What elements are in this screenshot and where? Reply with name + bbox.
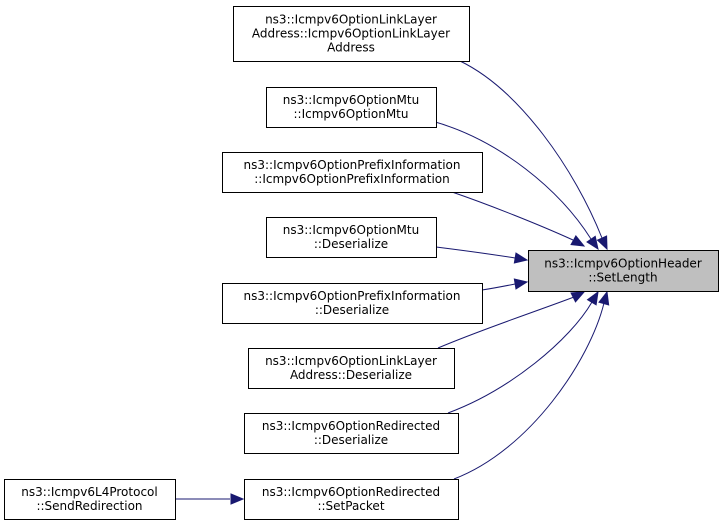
edge-line	[435, 246, 516, 259]
node-label-line: ns3::Icmpv6OptionLinkLayer	[265, 13, 437, 27]
node-label-line: ns3::Icmpv6OptionPrefixInformation	[243, 289, 460, 303]
call-edge	[481, 278, 529, 291]
edge-line	[431, 120, 592, 240]
arrowhead-icon	[570, 291, 586, 303]
node-label-line: ns3::Icmpv6OptionPrefixInformation	[243, 158, 460, 172]
edge-line	[453, 302, 605, 480]
node-label-line: ::Icmpv6OptionMtu	[294, 107, 409, 121]
node-label-line: ns3::Icmpv6L4Protocol	[21, 485, 157, 499]
node-box	[244, 479, 459, 520]
node-box	[222, 152, 483, 193]
node-label-line: ns3::Icmpv6OptionRedirected	[262, 485, 440, 499]
caller-function-node[interactable]: ns3::Icmpv6OptionMtu::Icmpv6OptionMtu	[266, 87, 437, 128]
node-box	[4, 479, 176, 520]
nodes-layer: ns3::Icmpv6OptionHeader::SetLengthns3::I…	[4, 6, 719, 520]
call-edge	[435, 246, 529, 264]
call-edge	[451, 191, 586, 247]
node-box	[233, 6, 470, 62]
node-label-line: ::SetPacket	[317, 499, 384, 513]
node-label-line: ::Deserialize	[314, 433, 388, 447]
caller-function-node[interactable]: ns3::Icmpv6OptionPrefixInformation::Dese…	[222, 283, 483, 324]
caller-function-node[interactable]: ns3::Icmpv6OptionPrefixInformation::Icmp…	[222, 152, 483, 193]
edge-line	[459, 60, 603, 239]
arrowhead-icon	[586, 290, 599, 306]
node-label-line: ns3::Icmpv6OptionHeader	[544, 257, 702, 271]
node-box	[528, 250, 719, 292]
node-label-line: Address::Deserialize	[290, 368, 412, 382]
arrowhead-icon	[596, 235, 608, 251]
node-box	[248, 348, 455, 389]
caller-function-node[interactable]: ns3::Icmpv6OptionLinkLayerAddress::Icmpv…	[233, 6, 470, 62]
call-edge	[437, 291, 586, 349]
arrowhead-icon	[570, 234, 586, 247]
node-label-line: ::Deserialize	[314, 237, 388, 251]
node-label-line: ::Icmpv6OptionPrefixInformation	[254, 172, 450, 186]
arrowhead-icon	[586, 235, 599, 251]
node-label-line: ns3::Icmpv6OptionMtu	[283, 223, 419, 237]
node-label-line: ::Deserialize	[315, 303, 389, 317]
node-box	[266, 87, 437, 128]
caller-function-node[interactable]: ns3::Icmpv6L4Protocol::SendRedirection	[4, 479, 176, 520]
arrowhead-icon	[513, 278, 529, 290]
edge-line	[437, 296, 575, 349]
call-edge	[459, 60, 608, 251]
node-label-line: ::SetLength	[588, 271, 657, 285]
node-box	[222, 283, 483, 324]
node-label-line: Address	[327, 41, 375, 55]
call-edge	[431, 120, 599, 251]
edge-line	[451, 191, 574, 241]
node-box	[244, 413, 459, 454]
edges-layer	[175, 60, 610, 505]
caller-function-node[interactable]: ns3::Icmpv6OptionLinkLayerAddress::Deser…	[248, 348, 455, 389]
caller-function-node[interactable]: ns3::Icmpv6OptionMtu::Deserialize	[266, 217, 437, 258]
node-box	[266, 217, 437, 258]
focus-function-node[interactable]: ns3::Icmpv6OptionHeader::SetLength	[528, 250, 719, 292]
arrowhead-icon	[230, 493, 245, 505]
node-label-line: ns3::Icmpv6OptionLinkLayer	[265, 354, 437, 368]
node-label-line: ns3::Icmpv6OptionRedirected	[262, 419, 440, 433]
call-edge	[453, 290, 610, 480]
node-label-line: Address::Icmpv6OptionLinkLayer	[252, 27, 450, 41]
caller-function-node[interactable]: ns3::Icmpv6OptionRedirected::SetPacket	[244, 479, 459, 520]
node-label-line: ns3::Icmpv6OptionMtu	[283, 93, 419, 107]
node-label-line: ::SendRedirection	[36, 499, 142, 513]
arrowhead-icon	[513, 252, 529, 264]
edge-line	[481, 283, 516, 291]
call-edge	[175, 493, 245, 505]
call-edge	[447, 290, 599, 414]
arrowhead-icon	[598, 290, 610, 306]
caller-function-node[interactable]: ns3::Icmpv6OptionRedirected::Deserialize	[244, 413, 459, 454]
edge-line	[447, 301, 593, 414]
